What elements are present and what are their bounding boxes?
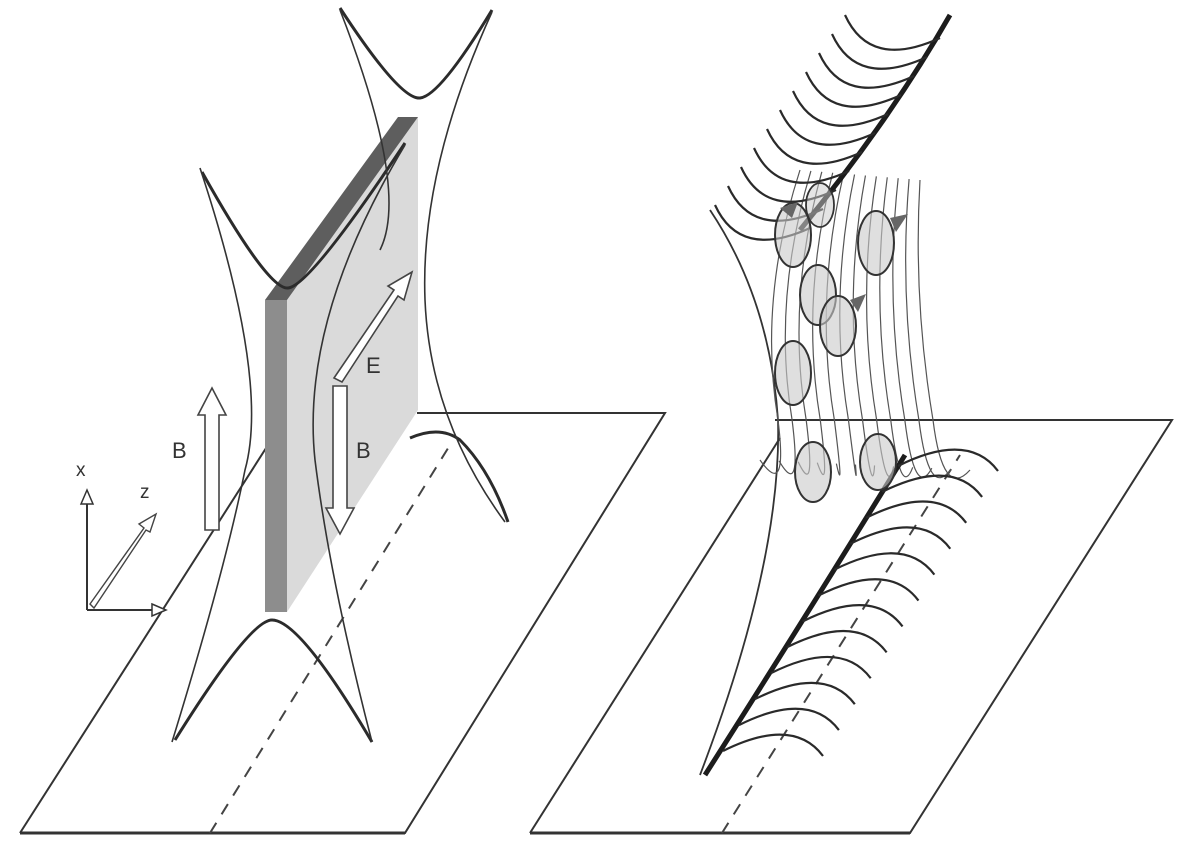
lower-feather-lines (723, 450, 998, 756)
left-plane-side-edge (20, 445, 268, 833)
right-outer-field-line (700, 210, 778, 775)
label-axis-z: z (140, 482, 150, 503)
gyro-orbit-8 (806, 183, 834, 227)
upper-feather-line (754, 148, 849, 183)
left-field-bottom-front (175, 620, 372, 742)
lower-feather-line (866, 501, 966, 522)
upper-feather-line (845, 15, 940, 50)
gyro-orbit-6 (795, 442, 831, 502)
lower-feather-line (739, 709, 839, 730)
lower-feather-line (803, 605, 903, 626)
upper-feather-line (767, 129, 862, 164)
label-axis-x: x (76, 460, 86, 481)
gyro-orbit-2 (858, 211, 908, 275)
upper-feather-line (780, 110, 875, 145)
label-e-field: E (366, 353, 381, 378)
right-plane-centerline (722, 455, 960, 833)
lower-feather-line (834, 553, 934, 574)
right-plane-side-edge (530, 438, 780, 833)
upper-feather-line (806, 72, 901, 107)
left-field-top-back (340, 8, 492, 98)
gyro-orbit-1 (775, 202, 811, 267)
upper-feather-line (832, 34, 927, 69)
gyro-orbit-7 (860, 434, 896, 490)
right-field-line (918, 180, 970, 478)
gyro-orbit-5 (775, 341, 811, 405)
upper-feather-line (793, 91, 888, 126)
label-b-right: B (356, 438, 371, 463)
gyro-orbit-4 (820, 294, 866, 356)
current-sheet-front-face (265, 300, 287, 612)
right-panel (530, 15, 1172, 833)
lower-feather-line (850, 527, 950, 548)
upper-feather-line (819, 53, 914, 88)
right-lower-separatrix (705, 455, 905, 775)
lower-feather-line (787, 631, 887, 652)
label-b-left: B (172, 438, 187, 463)
lower-feather-line (818, 579, 918, 600)
left-panel: B E B x z (20, 8, 665, 833)
lower-feather-line (882, 476, 982, 497)
coordinate-axes (81, 490, 166, 616)
right-field-line (906, 179, 951, 478)
b-arrow-up (198, 388, 226, 530)
